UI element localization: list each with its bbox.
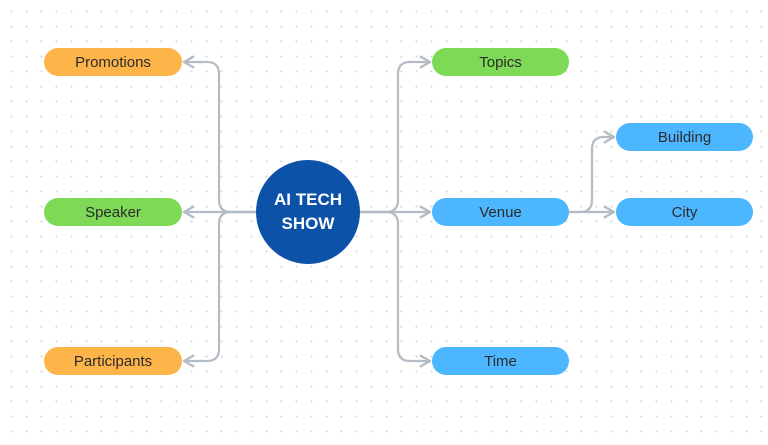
node-time[interactable]: Time	[432, 347, 569, 375]
node-label: Venue	[479, 203, 522, 221]
node-label: Participants	[73, 352, 153, 370]
node-label: Promotions	[75, 53, 151, 71]
node-label: Speaker	[85, 203, 141, 221]
connector-building	[567, 130, 616, 214]
connector-promotions	[182, 55, 258, 214]
node-city[interactable]: City	[616, 198, 753, 226]
node-building[interactable]: Building	[616, 123, 753, 151]
connector-participants	[182, 210, 258, 368]
center-node[interactable]: AI TECH SHOW	[256, 160, 360, 264]
center-title-line1: AI TECH	[274, 190, 342, 209]
node-label: Building	[657, 128, 712, 146]
node-participants[interactable]: Participants	[44, 347, 182, 375]
node-speaker[interactable]: Speaker	[44, 198, 182, 226]
node-venue[interactable]: Venue	[432, 198, 569, 226]
node-label: City	[671, 203, 698, 221]
node-topics[interactable]: Topics	[432, 48, 569, 76]
connector-time	[358, 210, 432, 368]
node-promotions[interactable]: Promotions	[44, 48, 182, 76]
center-title-line2: SHOW	[281, 214, 335, 233]
node-label: Topics	[479, 53, 522, 71]
node-label: Time	[484, 352, 517, 370]
connector-topics	[358, 55, 432, 214]
